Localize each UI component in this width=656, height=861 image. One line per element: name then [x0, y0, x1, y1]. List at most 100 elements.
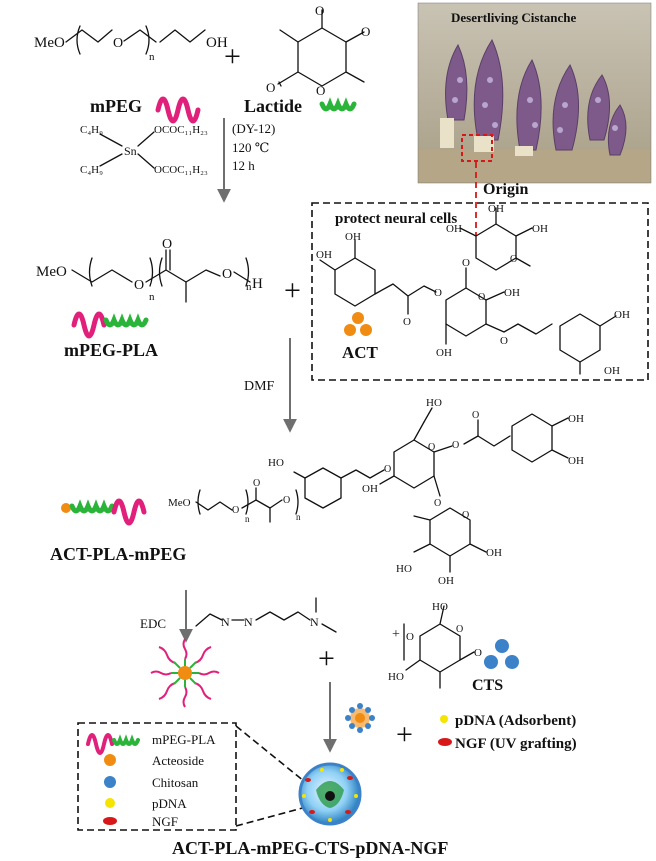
- glyco-o: O: [462, 257, 470, 269]
- repeat-n-4: n: [245, 514, 250, 524]
- mpeg-pla-label: mPEG-PLA: [64, 340, 158, 360]
- act-oh-2: OH: [316, 249, 332, 261]
- legend-label-pdna: pDNA: [152, 796, 187, 811]
- legend-box: [77, 722, 237, 831]
- final-nanoparticle-icon: [298, 762, 362, 826]
- ring-o-3b: O: [462, 510, 469, 521]
- legend-label-acteoside: Acteoside: [152, 753, 204, 768]
- act-pla-mpeg-label: ACT-PLA-mPEG: [50, 544, 186, 564]
- legend-pdna-icon: [105, 798, 115, 808]
- lactide-label: Lactide: [244, 96, 302, 116]
- dmf-label: DMF: [244, 379, 275, 394]
- plus-sign-1: +: [224, 40, 241, 73]
- glyco-o-3: O: [434, 498, 441, 509]
- edc-label: EDC: [140, 616, 166, 631]
- act-pla-mpeg-structure: MeO O n O O n HO O O HO OH O O OH OH: [168, 397, 584, 587]
- act-box: [311, 202, 649, 381]
- lactide-o-bottom: O: [316, 83, 325, 98]
- legend-ngf-icon: [103, 817, 117, 825]
- tin-label: Sn: [124, 144, 137, 158]
- oh-label-3a: OH: [362, 483, 378, 495]
- legend-label-chitosan: Chitosan: [152, 775, 199, 790]
- plus-sign-2: +: [284, 274, 301, 307]
- repeat-n-2: n: [149, 291, 155, 303]
- coated-micelle-icon: [345, 703, 375, 733]
- oh-label-3d: OH: [486, 547, 502, 559]
- pdna-label: pDNA (Adsorbent): [455, 713, 576, 729]
- oxygen-label-3: O: [232, 505, 239, 516]
- ococ-bottom: OCOC₁₁H₂₃: [154, 164, 208, 176]
- meo-label: MeO: [34, 35, 65, 51]
- oxygen-label: O: [113, 36, 123, 51]
- act-oh-5: OH: [488, 203, 504, 215]
- oh-label: OH: [206, 35, 228, 51]
- c4h9-bottom: C₄H₉: [80, 164, 103, 176]
- cts-label: CTS: [472, 677, 503, 694]
- pdna-dot-icon: [440, 715, 448, 723]
- repeat-n: n: [149, 51, 155, 63]
- act-structure: OH OH O O O OH OH O O OH OH OH O OH OH: [316, 203, 630, 377]
- edc-n3: N: [310, 615, 319, 629]
- mpeg-label: mPEG: [90, 96, 142, 116]
- act-oh-9: OH: [604, 365, 620, 377]
- act-pla-mpeg-icon: [61, 498, 147, 526]
- micelle-icon: [150, 638, 220, 708]
- time-label: 12 h: [232, 158, 255, 173]
- c4h9-top: C₄H₉: [80, 124, 103, 136]
- pla-chain-icon: [103, 313, 149, 328]
- ngf-dot-icon: [438, 738, 452, 746]
- ho-label-3b: HO: [426, 397, 442, 409]
- ngf-label: NGF (UV grafting): [455, 736, 577, 752]
- cts-bracket-plus: +: [392, 627, 400, 642]
- ho-label-3: HO: [268, 457, 284, 469]
- oxygen-label-2: O: [134, 278, 144, 293]
- mpeg-chain-icon: [155, 96, 201, 124]
- link-o-3: O: [384, 464, 391, 475]
- edc-n1: N: [221, 615, 230, 629]
- carbonyl-o-3b: O: [472, 410, 479, 421]
- final-product-label: ACT-PLA-mPEG-CTS-pDNA-NGF: [172, 838, 448, 858]
- ring-o-3a: O: [428, 442, 435, 453]
- plus-sign-4: +: [396, 718, 413, 751]
- mpeg-structure: MeO O n OH: [34, 25, 228, 63]
- legend: mPEG-PLA Acteoside Chitosan pDNA NGF: [86, 732, 216, 829]
- ester-o: O: [222, 267, 232, 282]
- chitosan-structure: + O O HO HO O: [388, 601, 482, 689]
- act-label: ACT: [342, 343, 379, 362]
- repeat-n-3: n: [246, 281, 252, 293]
- edc-structure: N N N: [195, 597, 337, 633]
- temperature-label: 120 ℃: [232, 140, 269, 155]
- cts-ring-o: O: [456, 624, 463, 635]
- sugar1-ring-o: O: [478, 292, 485, 303]
- lactide-o-left: O: [266, 80, 275, 95]
- oh-label-3e: OH: [438, 575, 454, 587]
- chitosan-dots-icon: [484, 639, 519, 669]
- cts-o-right: O: [474, 647, 482, 659]
- act-ether-o: O: [500, 335, 508, 347]
- meo-label-3: MeO: [168, 497, 191, 509]
- lactide-chain-icon: [319, 97, 357, 112]
- cistanche-photo: Desertliving Cistanche: [417, 2, 652, 184]
- legend-label-mpeg-pla: mPEG-PLA: [152, 732, 216, 747]
- act-oh-6: OH: [446, 223, 462, 235]
- cts-o-left: O: [406, 631, 414, 643]
- edc-n2: N: [244, 615, 253, 629]
- legend-acteoside-icon: [104, 754, 116, 766]
- ococ-top: OCOC₁₁H₂₃: [154, 124, 208, 136]
- meo-label-2: MeO: [36, 264, 67, 280]
- act-ester-o: O: [403, 316, 411, 328]
- terminal-h: H: [252, 276, 263, 292]
- cts-ho-top: HO: [432, 601, 448, 613]
- act-link-o: O: [434, 287, 442, 299]
- ester-o-3: O: [283, 495, 290, 506]
- cts-ho-left: HO: [388, 671, 404, 683]
- lactide-o-right: O: [361, 24, 370, 39]
- carbonyl-o-3: O: [253, 478, 260, 489]
- repeat-n-5: n: [296, 512, 301, 522]
- legend-connector-top: [235, 725, 311, 787]
- legend-connector-bottom: [235, 805, 311, 827]
- sugar2-ring-o: O: [510, 254, 517, 265]
- carbonyl-o: O: [162, 237, 172, 252]
- photo-title: Desertliving Cistanche: [451, 10, 577, 25]
